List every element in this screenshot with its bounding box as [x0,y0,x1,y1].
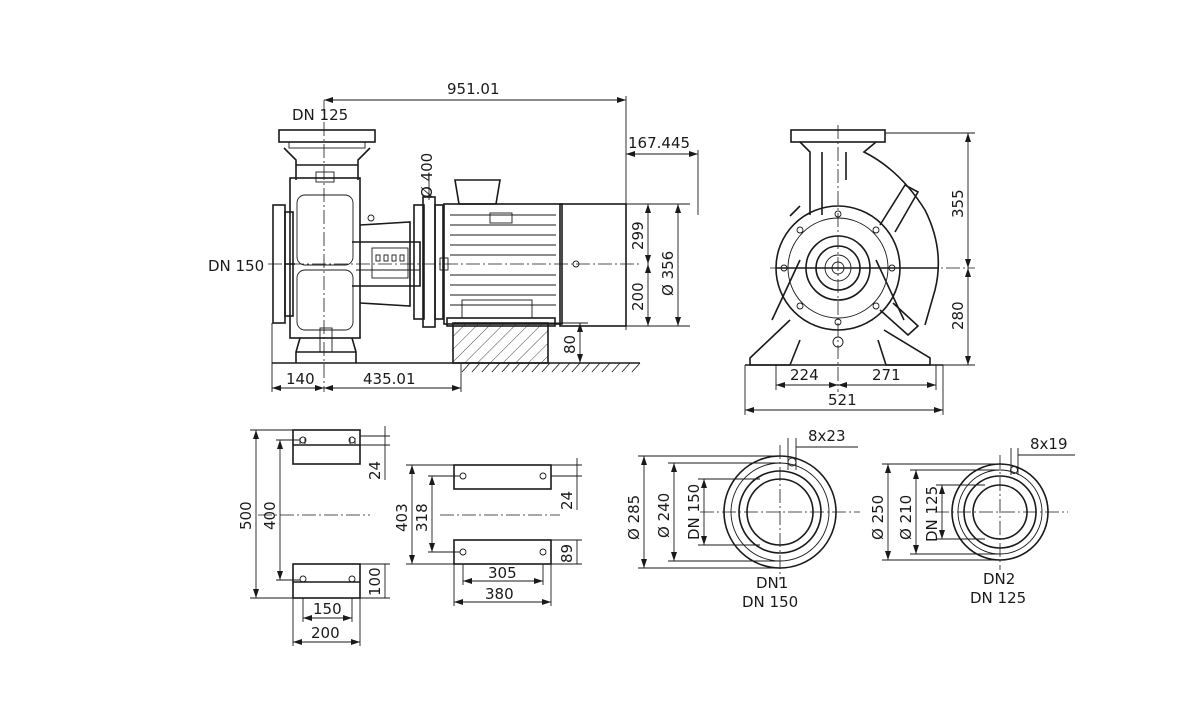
dim-overhang [626,150,699,215]
label-fl1-name2: DN 150 [742,593,798,611]
label-f1-500: 500 [237,501,255,530]
label-f2-380: 380 [485,585,514,603]
side-view: 951.01 167.445 DN 125 DN 150 Ø 400 299 2… [208,80,699,392]
label-f1-100: 100 [366,567,384,596]
label-f2-24: 24 [558,491,576,510]
label-f1-400: 400 [261,501,279,530]
label-f1-24: 24 [366,461,384,480]
label-dn150-side: DN 150 [208,257,264,275]
label-fl2-name2: DN 125 [970,589,1026,607]
foot-plate-motor [406,458,582,606]
ground-line [272,362,641,373]
label-fl2-holes: 8x19 [1030,435,1068,453]
label-951: 951.01 [447,80,500,98]
dim-heights-right [626,203,690,327]
dim-total-length [324,96,627,330]
label-fl2-name: DN2 [983,570,1015,588]
label-f2-318: 318 [413,503,431,532]
label-fl1-d285: Ø 285 [625,495,643,540]
front-view: 355 280 224 271 521 [744,125,975,415]
dim-bottom-widths [271,323,462,392]
label-200: 200 [629,282,647,311]
label-f1-150: 150 [313,600,342,618]
label-fl1-dn: DN 150 [685,484,703,540]
label-fl2-dn: DN 125 [923,486,941,542]
dim-80 [548,322,588,363]
label-435: 435.01 [363,370,416,388]
label-fl2-d250: Ø 250 [869,495,887,540]
foot-plate-pump [250,426,390,646]
flange-dn125 [882,448,1075,570]
label-f1-200: 200 [311,624,340,642]
label-f2-403: 403 [393,503,411,532]
label-f2-89: 89 [558,544,576,563]
label-355: 355 [949,189,967,218]
label-280: 280 [949,301,967,330]
label-271: 271 [872,366,901,384]
label-fl2-d210: Ø 210 [897,495,915,540]
label-521: 521 [828,391,857,409]
label-140: 140 [286,370,315,388]
label-224: 224 [790,366,819,384]
label-dia-400: Ø 400 [418,153,436,198]
label-299: 299 [629,221,647,250]
label-167: 167.445 [628,134,690,152]
motor [439,179,627,327]
label-80: 80 [561,335,579,354]
label-fl1-d240: Ø 240 [655,493,673,538]
label-f2-305: 305 [488,564,517,582]
flange-dn150 [638,438,860,580]
label-dn125-top: DN 125 [292,106,348,124]
label-fl1-holes: 8x23 [808,427,846,445]
label-fl1-name: DN1 [756,574,788,592]
label-dia-356: Ø 356 [659,251,677,296]
motor-base-block [452,322,549,364]
dim-front-widths [744,365,944,415]
dim-front-heights [885,132,975,366]
